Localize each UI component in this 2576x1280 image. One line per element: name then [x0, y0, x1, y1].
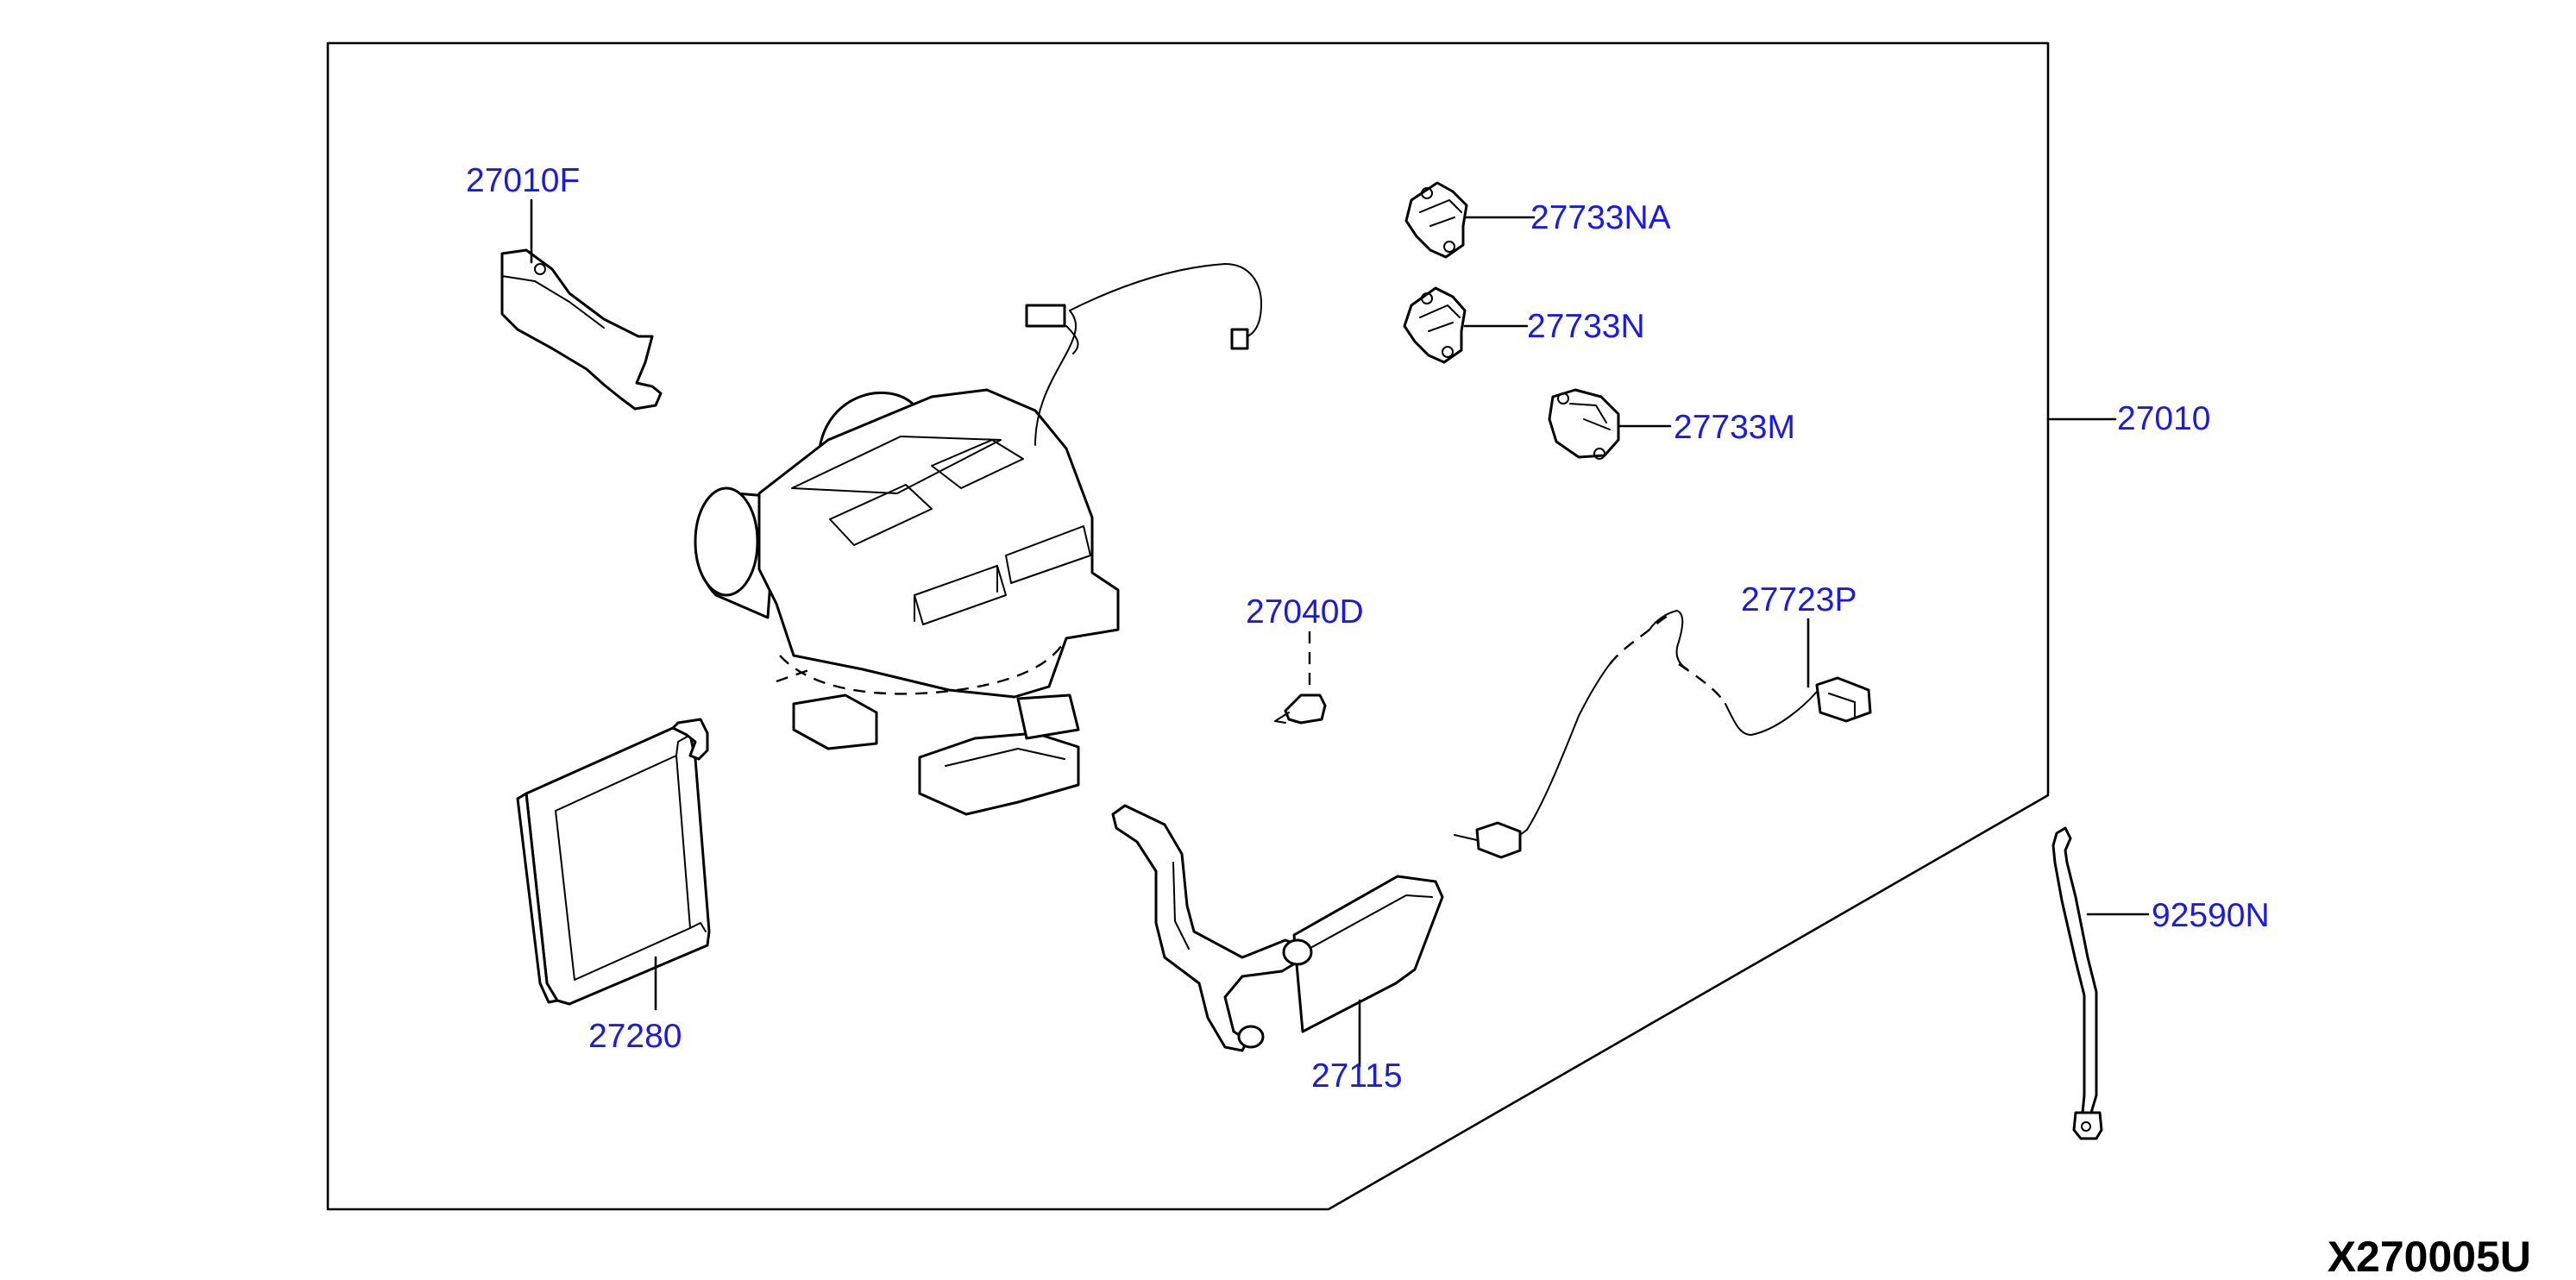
housing-harness[interactable] — [1025, 263, 1262, 446]
actuator-27733na[interactable] — [1404, 181, 1468, 259]
label-27733m: 27733M — [1674, 409, 1795, 446]
label-27010f: 27010F — [466, 162, 580, 199]
hvac-housing[interactable] — [694, 388, 1120, 816]
harness-27723p[interactable] — [1454, 610, 1872, 859]
actuator-27733n[interactable] — [1403, 286, 1467, 364]
bracket-27010f[interactable] — [500, 248, 663, 411]
label-27115: 27115 — [1311, 1057, 1403, 1095]
diagram-code: X270005U — [2328, 1233, 2531, 1280]
heater-core-27115[interactable] — [1111, 804, 1444, 1052]
label-27733n: 27733N — [1527, 308, 1645, 345]
label-92590n: 92590N — [2152, 897, 2270, 934]
label-27723p: 27723P — [1741, 581, 1857, 618]
label-27280: 27280 — [588, 1018, 682, 1055]
drain-hose-92590n[interactable] — [2051, 826, 2103, 1140]
label-27040d: 27040D — [1246, 593, 1364, 631]
label-27733na: 27733NA — [1530, 199, 1671, 236]
assembly-boundary — [326, 41, 2050, 1211]
label-27010: 27010 — [2117, 400, 2210, 437]
evaporator-27280[interactable] — [516, 718, 711, 1006]
actuator-27733m[interactable] — [1548, 388, 1620, 460]
clip-27040d[interactable] — [1274, 693, 1327, 725]
